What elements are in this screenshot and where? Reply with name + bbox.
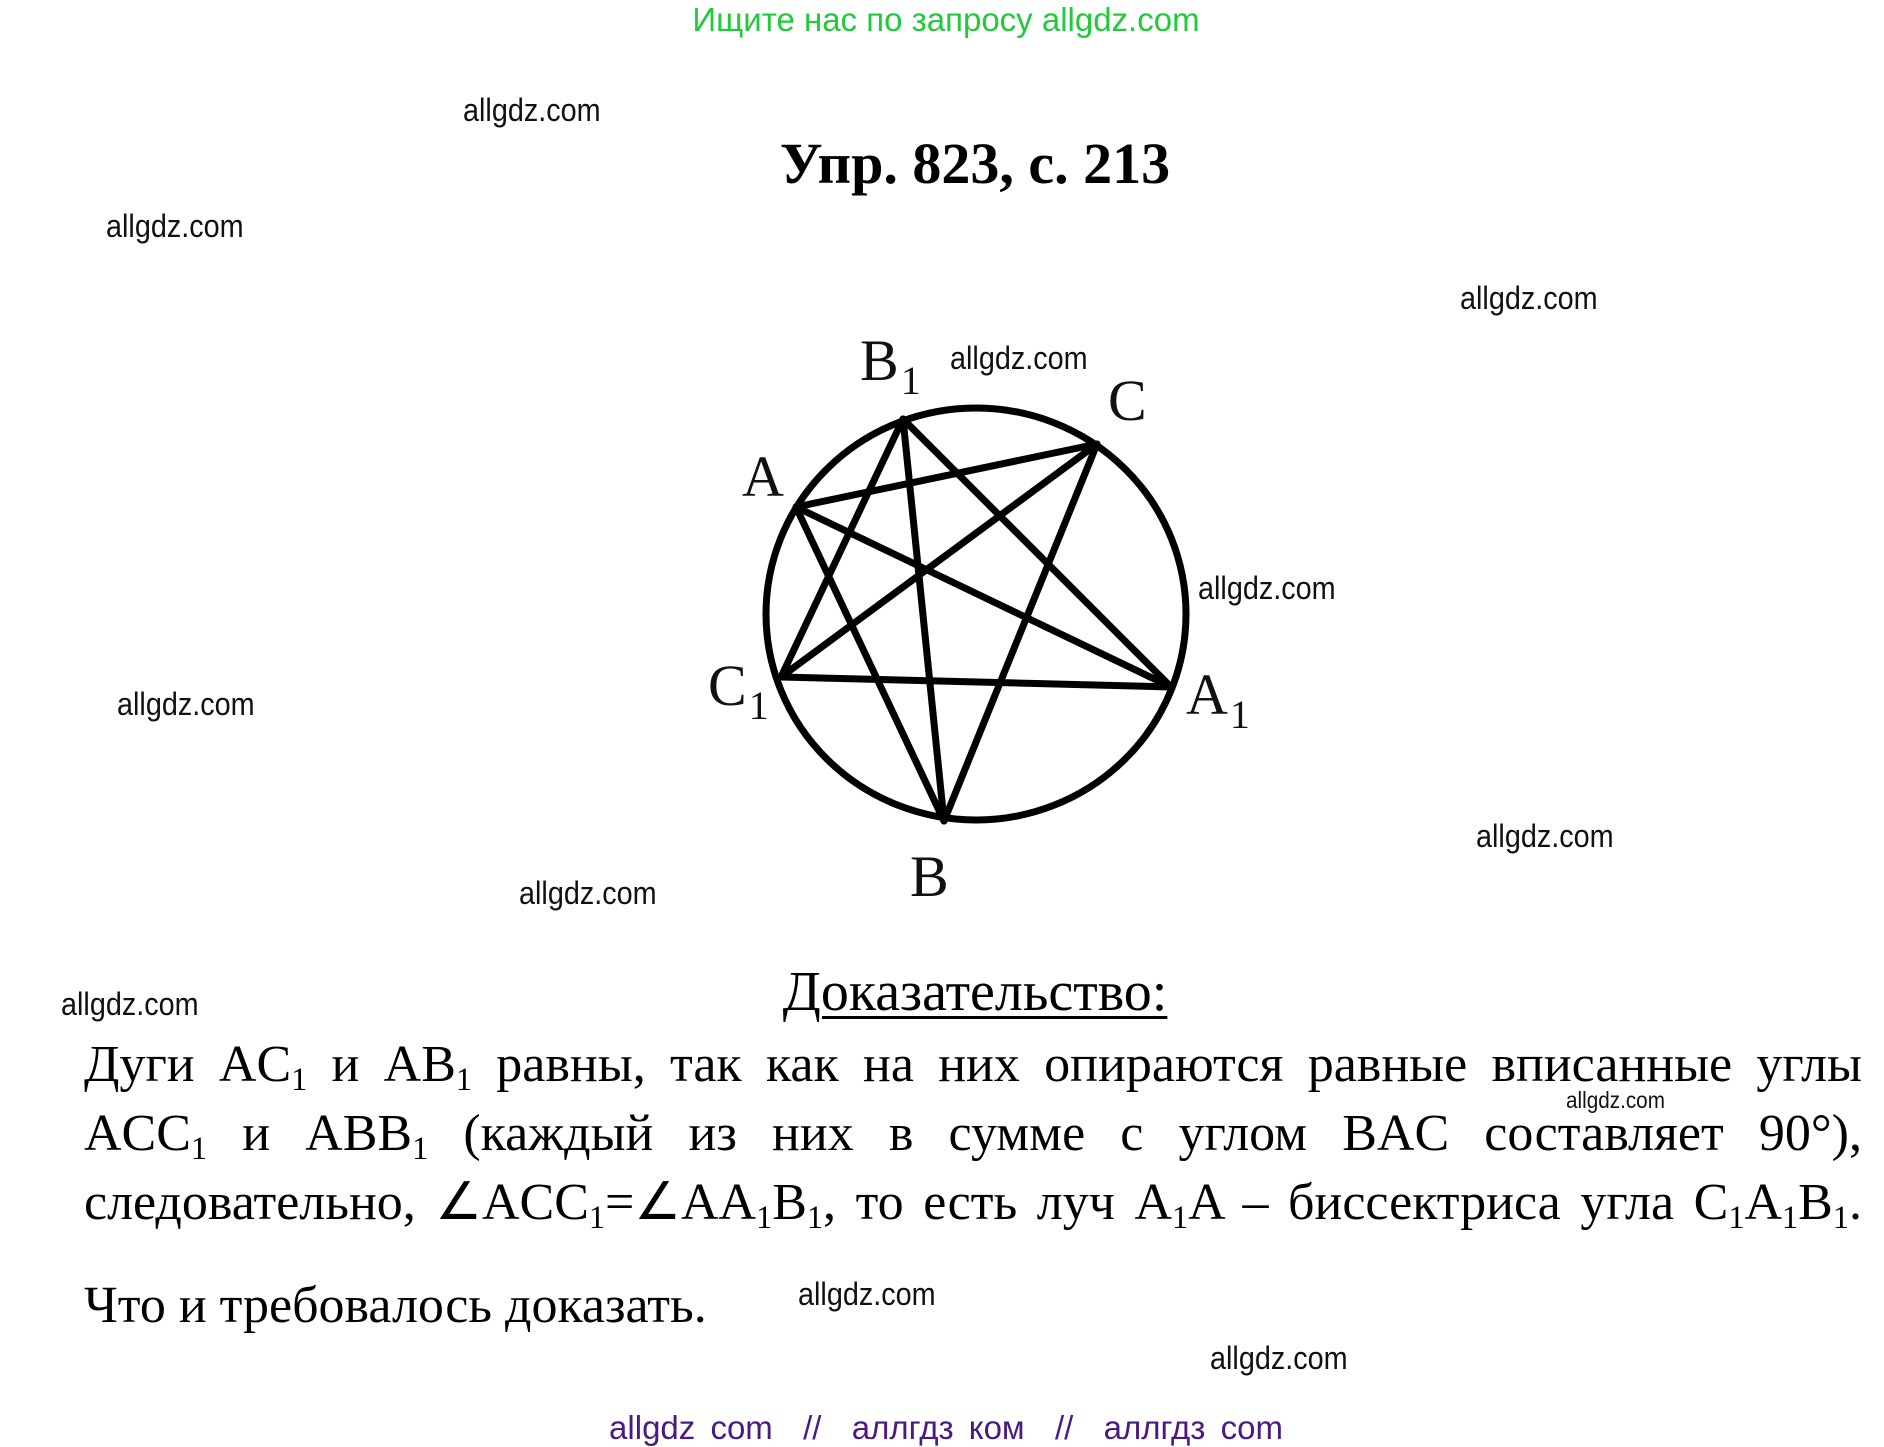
chords: [777, 415, 1175, 825]
watermark-text: allgdz.com: [61, 986, 199, 1022]
watermark-text: allgdz.com: [1210, 1340, 1348, 1376]
watermark-text: allgdz.com: [463, 92, 601, 128]
label-C: C: [1108, 368, 1147, 433]
proof-line-3: следовательно, ∠ACC1=∠AA1B1, то есть луч…: [84, 1174, 1862, 1236]
watermark-text: allgdz.com: [1566, 1087, 1665, 1113]
vertex-labels: B1 C A A1 C1 B: [708, 328, 1250, 909]
proof-heading: Доказательство:: [782, 961, 1168, 1023]
chord-C1-A1: [777, 673, 1175, 691]
watermark-text: allgdz.com: [1460, 280, 1598, 316]
label-C1: C1: [708, 653, 769, 728]
chord-A-C: [792, 440, 1101, 511]
proof-paragraph: Дуги AC1 и AB1 равны, так как на них опи…: [84, 1030, 1862, 1237]
chord-A-A1: [792, 503, 1175, 691]
watermark-text: allgdz.com: [950, 340, 1088, 376]
label-B1: B1: [860, 328, 921, 403]
page-title: Упр. 823, с. 213: [779, 131, 1171, 196]
watermark-text: allgdz.com: [798, 1276, 936, 1312]
watermark-text: allgdz.com: [519, 875, 657, 911]
chord-A-B: [792, 503, 948, 825]
circle: [762, 404, 1190, 824]
watermark-text: allgdz.com: [106, 208, 244, 244]
proof-line-1: Дуги AC1 и AB1 равны, так как на них опи…: [84, 1036, 1862, 1098]
watermark-text: allgdz.com: [1198, 570, 1336, 606]
inscribed-star-diagram: B1 C A A1 C1 B: [708, 328, 1250, 909]
label-B: B: [910, 844, 949, 909]
chord-C-B: [940, 440, 1101, 825]
watermark-text: allgdz.com: [117, 686, 255, 722]
promo-banner[interactable]: Ищите нас по запросу allgdz.com: [692, 1, 1200, 38]
chord-B1-B: [899, 415, 948, 825]
footer-links[interactable]: allgdz com // аллгдз ком // аллгдз com: [609, 1409, 1283, 1446]
chord-B1-A1: [899, 415, 1175, 691]
label-A: A: [742, 444, 784, 509]
proof-line-2: ACC1 и ABB1 (каждый из них в сумме с угл…: [84, 1105, 1862, 1167]
chord-B1-C1: [777, 415, 907, 681]
conclusion-text: Что и требовалось доказать.: [84, 1277, 707, 1334]
watermark-text: allgdz.com: [1476, 818, 1614, 854]
chord-C-C1: [777, 440, 1101, 681]
label-A1: A1: [1186, 662, 1250, 737]
